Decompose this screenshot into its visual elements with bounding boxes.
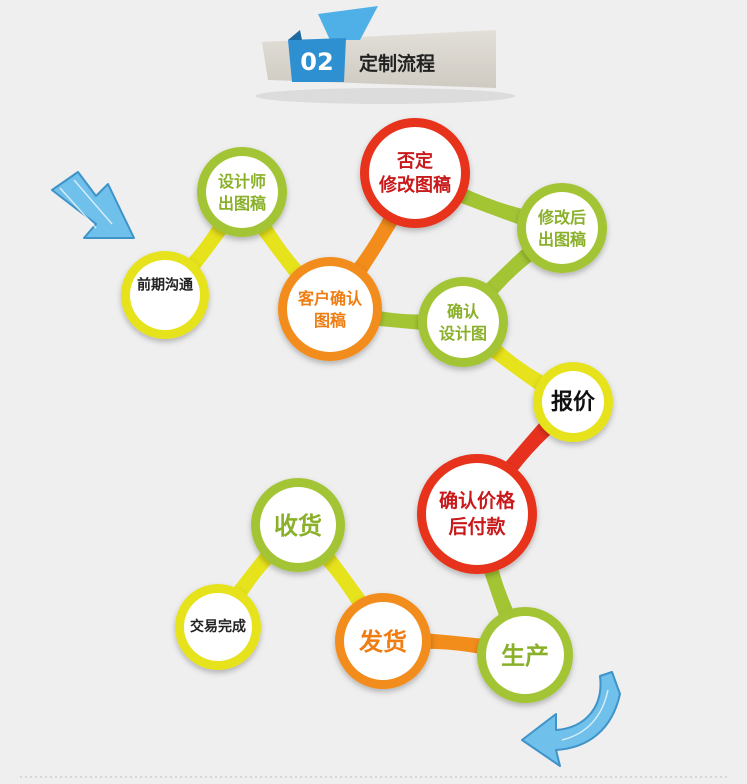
step-disc [260, 487, 336, 563]
header-shadow [255, 88, 515, 104]
step-label: 确认价格后付款 [439, 489, 516, 538]
step-label: 收货 [274, 511, 322, 540]
step-revised-draft: 修改后出图稿 [517, 183, 607, 273]
step-disc [184, 593, 252, 661]
header-title: 定制流程 [359, 52, 435, 75]
step-disc [344, 602, 422, 680]
step-confirm-design: 确认设计图 [418, 277, 508, 367]
step-label: 报价 [551, 389, 596, 415]
arrow-return-icon [521, 671, 621, 767]
step-reject-revise: 否定修改图稿 [360, 118, 470, 228]
step-customer-confirm: 客户确认图稿 [278, 257, 382, 361]
step-quote: 报价 [533, 362, 613, 442]
step-disc [486, 616, 564, 694]
step-complete: 交易完成 [175, 584, 261, 670]
step-label: 设计师出图稿 [218, 172, 266, 213]
step-designer-draft: 设计师出图稿 [197, 147, 287, 237]
step-label: 修改后出图稿 [537, 208, 586, 249]
header-ribbon [318, 6, 378, 40]
header-number-badge [288, 38, 346, 82]
step-label: 发货 [358, 627, 407, 656]
step-disc [206, 156, 278, 228]
step-disc [542, 371, 604, 433]
step-pre-communication: 前期沟通 [121, 251, 209, 339]
step-label: 客户确认图稿 [298, 289, 363, 330]
arrow-right-icon [51, 171, 135, 239]
step-receive: 收货 [251, 478, 345, 572]
step-pay-after-confirm: 确认价格后付款 [417, 454, 537, 574]
step-label: 生产 [501, 641, 549, 670]
step-disc [427, 286, 499, 358]
step-label: 前期沟通 [137, 277, 193, 294]
header-number: 02 [300, 48, 333, 76]
step-disc [287, 266, 373, 352]
step-shipping: 发货 [335, 593, 431, 689]
step-disc [426, 463, 528, 565]
step-label: 交易完成 [190, 618, 246, 635]
section-header: 02 定制流程 [255, 6, 515, 104]
step-disc [369, 127, 461, 219]
step-disc [130, 260, 200, 330]
step-label: 否定修改图稿 [378, 149, 451, 195]
step-production: 生产 [477, 607, 573, 703]
step-disc [526, 192, 598, 264]
step-label: 确认设计图 [439, 302, 487, 343]
